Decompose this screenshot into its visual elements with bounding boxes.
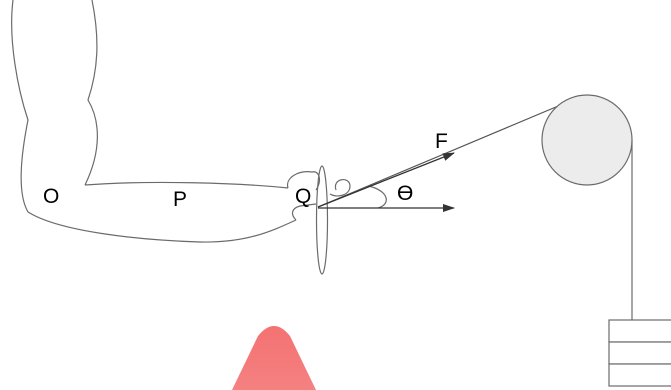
- force-arrow: [317, 152, 455, 208]
- weight-block-2: [608, 341, 671, 365]
- hand: [286, 171, 321, 221]
- weight-block-1: [608, 319, 671, 343]
- label-o: O: [43, 185, 59, 208]
- forearm: [84, 181, 289, 189]
- upper-arm-inner: [84, 0, 98, 186]
- angle-arc: [367, 185, 387, 209]
- hand-loop: [329, 179, 351, 197]
- pulley: [541, 94, 633, 186]
- cable-line: [317, 103, 564, 208]
- label-f: F: [435, 130, 448, 153]
- upper-arm: [11, 0, 297, 243]
- weight-block-3: [608, 363, 671, 387]
- label-p: P: [173, 188, 187, 211]
- wrist-ellipse: [315, 165, 329, 275]
- label-q: Q: [295, 185, 311, 208]
- watermark-shape: [232, 326, 316, 390]
- label-theta: ϴ: [397, 182, 413, 205]
